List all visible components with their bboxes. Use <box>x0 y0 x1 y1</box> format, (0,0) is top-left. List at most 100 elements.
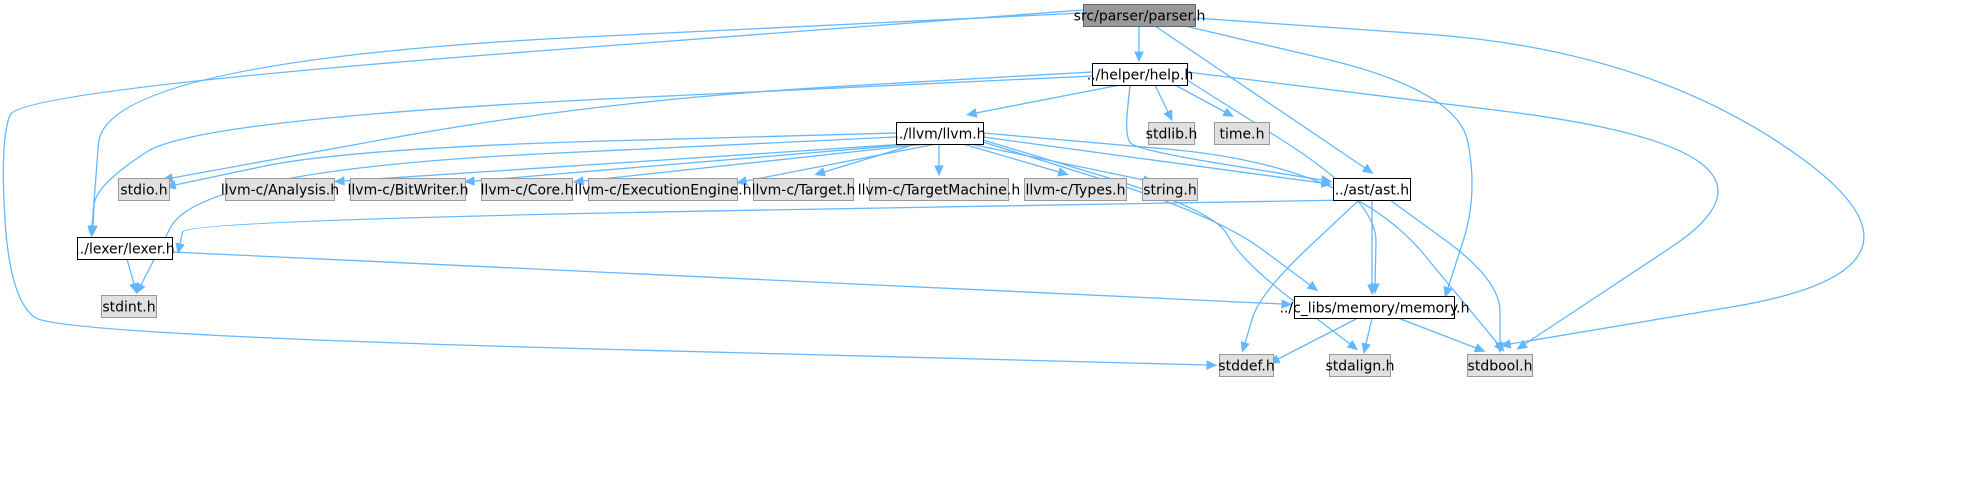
edge-help-to-time <box>1174 84 1235 117</box>
edge-llvm-to-types <box>962 143 1069 177</box>
edge-line <box>91 12 1084 228</box>
edge-llvm-to-core <box>572 143 927 186</box>
node-box <box>1219 354 1274 377</box>
node-label: ../lexer/lexer.h <box>75 242 174 258</box>
edge-arrowhead <box>88 225 98 237</box>
edge-line <box>1389 199 1501 343</box>
node-box <box>1083 4 1196 27</box>
node-stddef: stddef.h <box>1218 354 1275 377</box>
edge-line <box>1126 84 1323 181</box>
edge-line <box>582 143 927 182</box>
node-ast[interactable]: ../ast/ast.h <box>1333 178 1411 201</box>
edge-ast-to-stdbool <box>1389 199 1505 354</box>
node-box <box>225 178 335 201</box>
edge-parser-to-stdbool <box>1194 17 1865 349</box>
edge-lexer-to-stdint <box>126 258 139 294</box>
node-memory[interactable]: ../c_libs/memory/memory.h <box>1279 296 1470 319</box>
edge-line <box>1186 71 1719 345</box>
node-core: llvm-c/Core.h <box>481 178 573 201</box>
edge-arrowhead <box>1240 341 1250 353</box>
node-label: stdio.h <box>120 183 167 199</box>
node-label: time.h <box>1220 127 1265 143</box>
node-label: string.h <box>1143 183 1197 199</box>
node-box <box>1024 178 1127 201</box>
node-label: ../c_libs/memory/memory.h <box>1279 301 1469 317</box>
edge-arrowhead <box>1495 342 1505 354</box>
edge-line <box>92 75 1093 227</box>
edge-ast-to-lexer <box>175 199 1349 255</box>
node-label: stdbool.h <box>1468 359 1533 375</box>
edge-arrowhead <box>1361 163 1374 174</box>
node-box <box>753 178 854 201</box>
node-lexer[interactable]: ../lexer/lexer.h <box>75 237 175 260</box>
edge-line <box>975 84 1121 114</box>
edge-arrowhead <box>572 176 585 186</box>
node-box <box>1092 63 1188 86</box>
edge-parser-to-help <box>1134 26 1144 63</box>
edges-layer <box>2 9 1865 370</box>
node-stdalign: stdalign.h <box>1325 354 1395 377</box>
node-label: llvm-c/Types.h <box>1026 183 1126 199</box>
node-analysis: llvm-c/Analysis.h <box>221 178 339 201</box>
node-stdlib: stdlib.h <box>1146 122 1198 145</box>
edge-arrowhead <box>1057 167 1069 177</box>
node-box <box>350 178 466 201</box>
node-box <box>77 237 173 260</box>
edge-arrowhead <box>1281 299 1293 309</box>
node-help[interactable]: ../helper/help.h <box>1087 63 1194 86</box>
edge-help-to-llvm <box>965 84 1121 118</box>
node-llvm[interactable]: ../llvm/llvm.h <box>894 122 986 145</box>
edge-llvm-to-target <box>814 143 917 177</box>
edge-line <box>171 251 1283 305</box>
edge-line <box>823 143 917 173</box>
nodes-layer: src/parser/parser.h ../helper/help.h ../ll… <box>75 4 1533 377</box>
edge-line <box>982 136 1323 184</box>
edge-line <box>343 143 907 182</box>
node-label: ../ast/ast.h <box>1335 183 1409 199</box>
edge-parser-to-memory <box>1184 25 1473 298</box>
edge-line <box>1154 25 1366 169</box>
node-box <box>1142 178 1198 201</box>
edge-arrowhead <box>1134 51 1144 63</box>
edge-help-to-lexer <box>88 75 1093 237</box>
node-targetmachine: llvm-c/TargetMachine.h <box>858 178 1020 201</box>
node-label: llvm-c/ExecutionEngine.h <box>574 183 751 199</box>
edge-line <box>962 143 1060 173</box>
node-label: stdlib.h <box>1146 127 1198 143</box>
node-box <box>1333 178 1411 201</box>
edge-ast-to-memory <box>1367 200 1377 296</box>
edge-help-to-stdlib <box>1154 84 1173 122</box>
edge-arrowhead <box>1367 284 1377 296</box>
node-box <box>1214 122 1270 145</box>
edge-arrowhead <box>814 167 826 177</box>
node-label: stdalign.h <box>1325 359 1394 375</box>
edge-arrowhead <box>1361 342 1371 354</box>
edge-arrowhead <box>1222 107 1235 117</box>
node-target: llvm-c/Target.h <box>752 178 856 201</box>
node-box <box>588 178 738 201</box>
node-box <box>869 178 1009 201</box>
edge-line <box>1154 84 1169 113</box>
edge-arrowhead <box>1443 286 1453 298</box>
node-stdio: stdio.h <box>118 178 170 201</box>
edge-line <box>1397 317 1477 349</box>
node-label: llvm-c/Target.h <box>752 183 856 199</box>
node-stdbool: stdbool.h <box>1467 354 1533 377</box>
node-label: src/parser/parser.h <box>1074 9 1206 25</box>
edge-memory-to-stdalign <box>1361 317 1373 354</box>
edge-parser-to-stddef <box>2 9 1218 370</box>
edge-arrowhead <box>1306 280 1319 292</box>
node-label: stdint.h <box>102 300 155 316</box>
node-parser[interactable]: src/parser/parser.h <box>1074 4 1206 27</box>
node-label: llvm-c/TargetMachine.h <box>858 183 1020 199</box>
edge-parser-to-ast <box>1154 25 1374 174</box>
edge-arrowhead <box>175 242 185 255</box>
edge-arrowhead <box>1516 339 1529 350</box>
edge-arrowhead <box>1473 343 1486 353</box>
node-label: llvm-c/BitWriter.h <box>348 183 469 199</box>
edge-arrowhead <box>1346 339 1359 351</box>
node-box <box>1148 122 1195 145</box>
edge-arrowhead <box>1206 360 1218 370</box>
